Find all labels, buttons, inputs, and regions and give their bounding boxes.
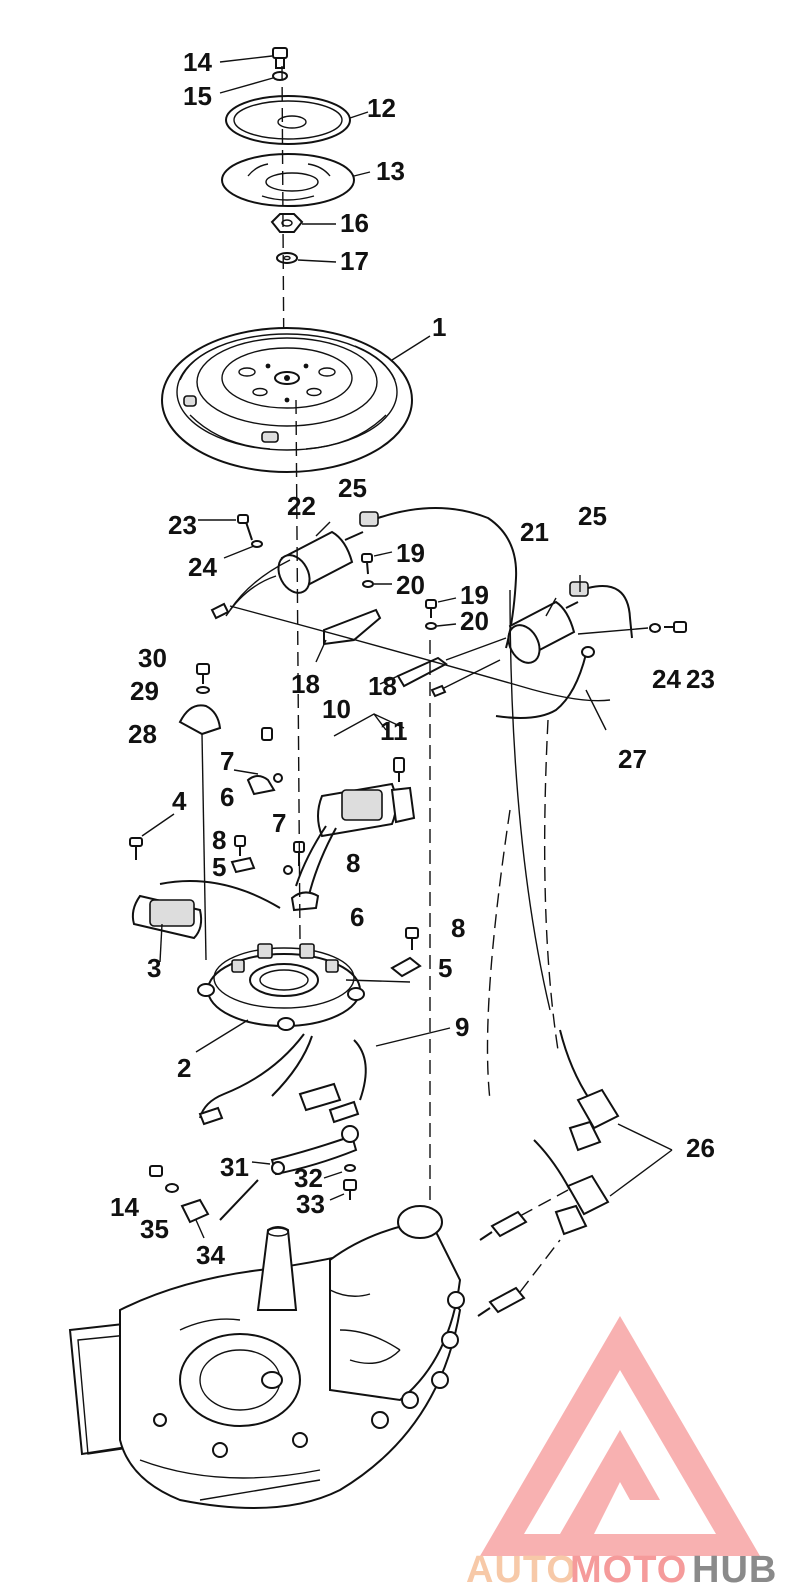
- callout-2: 2: [177, 1053, 191, 1083]
- callout-29: 29: [130, 676, 159, 706]
- logo-text-moto: MOTO: [570, 1549, 687, 1591]
- callout-16: 16: [340, 208, 369, 238]
- callout-5-right: 5: [438, 953, 452, 983]
- callout-13: 13: [376, 156, 405, 186]
- callout-6-mid: 6: [350, 902, 364, 932]
- stator-assembly: [129, 399, 451, 1280]
- engine-block: [68, 1205, 465, 1509]
- callout-30: 30: [138, 643, 167, 673]
- part-callouts: 14 15 12 13 16 17 1 25 22 23 24 19 20 21…: [110, 47, 715, 1270]
- callout-15: 15: [183, 81, 212, 111]
- callout-26: 26: [686, 1133, 715, 1163]
- callout-8-right: 8: [451, 913, 465, 943]
- callout-4: 4: [172, 786, 187, 816]
- lower-bracket-parts: [149, 1125, 359, 1239]
- callout-20-right: 20: [460, 606, 489, 636]
- callout-24-right: 24: [652, 664, 681, 694]
- callout-14-bottom: 14: [110, 1192, 139, 1222]
- callout-8-mid: 8: [346, 848, 360, 878]
- callout-19-left: 19: [396, 538, 425, 568]
- callout-14-top: 14: [183, 47, 212, 77]
- callout-23-right: 23: [686, 664, 715, 694]
- callout-10: 10: [322, 694, 351, 724]
- callout-28: 28: [128, 719, 157, 749]
- callout-18-right: 18: [368, 671, 397, 701]
- callout-25-left: 25: [338, 473, 367, 503]
- callout-35: 35: [140, 1214, 169, 1244]
- callout-17: 17: [340, 246, 369, 276]
- automotohub-logo: AUTO MOTO HUB: [466, 1316, 777, 1591]
- callout-1: 1: [432, 312, 446, 342]
- callout-12: 12: [367, 93, 396, 123]
- callout-25-right: 25: [578, 501, 607, 531]
- callout-9: 9: [455, 1012, 469, 1042]
- callout-31: 31: [220, 1152, 249, 1182]
- ignition-coils: [198, 507, 687, 1101]
- logo-text-hub: HUB: [692, 1549, 777, 1591]
- flywheel: [161, 327, 431, 473]
- top-hardware-stack: [219, 47, 371, 381]
- callout-34: 34: [196, 1240, 225, 1270]
- callout-23-left: 23: [168, 510, 197, 540]
- callout-27: 27: [618, 744, 647, 774]
- callout-20-left: 20: [396, 570, 425, 600]
- callout-22: 22: [287, 491, 316, 521]
- callout-3: 3: [147, 953, 161, 983]
- callout-33: 33: [296, 1189, 325, 1219]
- callout-7-top: 7: [220, 746, 234, 776]
- callout-7-mid: 7: [272, 808, 286, 838]
- spark-plug-caps: [477, 1029, 673, 1317]
- callout-8-left: 8: [212, 825, 226, 855]
- callout-11: 11: [380, 716, 408, 746]
- callout-6-top: 6: [220, 782, 234, 812]
- callout-21: 21: [520, 517, 549, 547]
- callout-32: 32: [294, 1163, 323, 1193]
- callout-5-left: 5: [212, 852, 226, 882]
- logo-text-auto: AUTO: [466, 1549, 577, 1591]
- callout-24-left: 24: [188, 552, 217, 582]
- callout-19-right: 19: [460, 580, 489, 610]
- callout-18-left: 18: [291, 669, 320, 699]
